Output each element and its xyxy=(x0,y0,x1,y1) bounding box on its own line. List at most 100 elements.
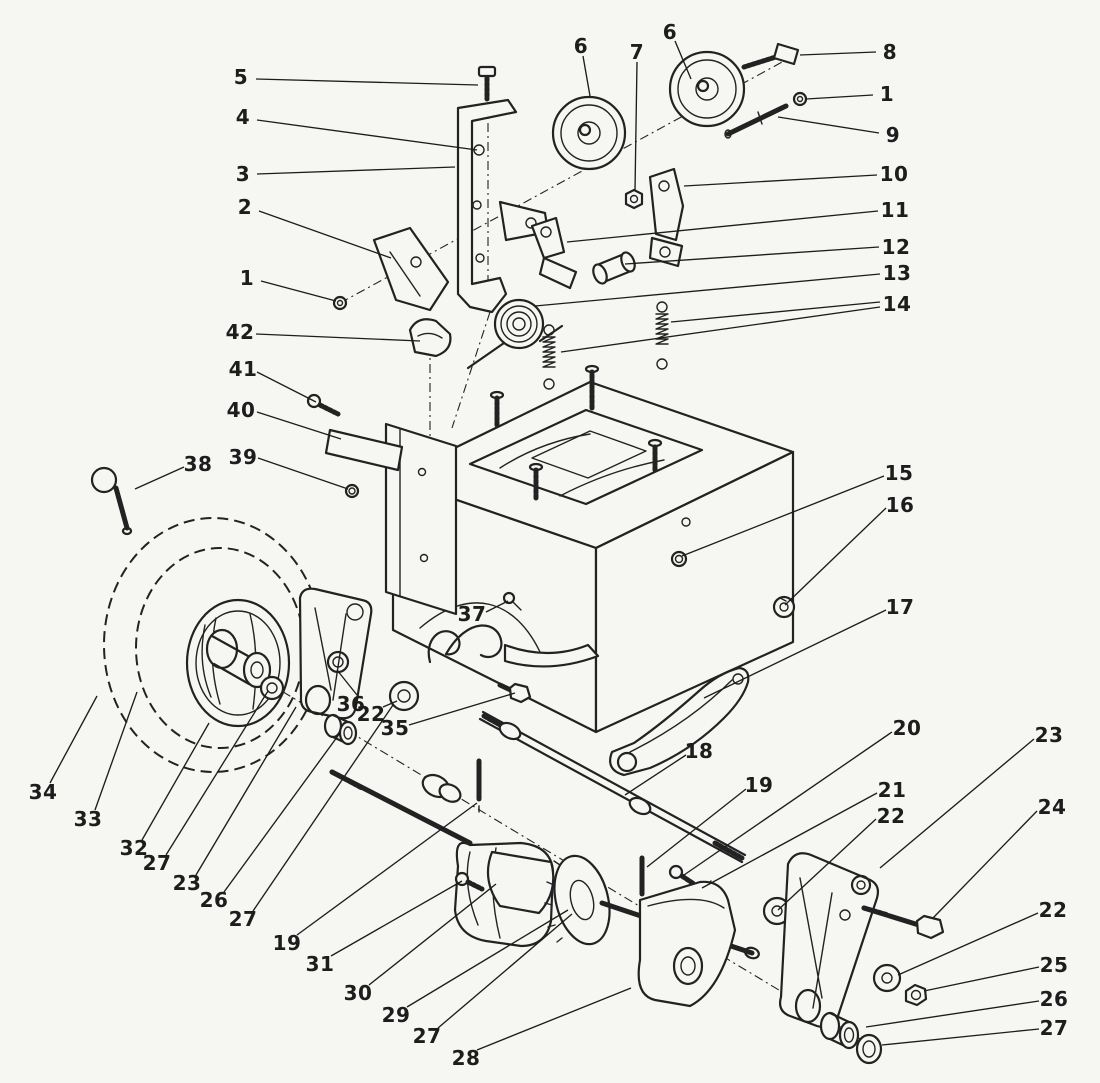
callout-label-8: 8 xyxy=(883,40,897,64)
callout-leader-9 xyxy=(777,116,880,134)
callout-leader-8 xyxy=(799,51,877,56)
callout-label-35: 35 xyxy=(381,716,410,740)
gear-case-cover xyxy=(486,850,555,915)
extension-spring-left xyxy=(542,324,556,390)
rod-pin xyxy=(724,103,789,139)
spring-anchor-strip xyxy=(324,428,404,472)
callout-label-32: 32 xyxy=(120,836,149,860)
callout-leader-16 xyxy=(784,507,887,606)
nut-mid xyxy=(344,483,360,499)
callout-leader-28 xyxy=(476,987,632,1051)
callout-leader-36 xyxy=(336,669,358,696)
callout-leader-19 xyxy=(296,802,478,936)
idler-pulley-left xyxy=(551,95,627,171)
callout-label-22: 22 xyxy=(877,804,906,828)
carriage-bolts xyxy=(489,364,663,501)
bushing-left xyxy=(323,713,358,746)
callout-leader-26 xyxy=(223,732,341,893)
axle-bracket-left xyxy=(637,880,737,1008)
callout-leader-1 xyxy=(805,94,874,100)
shift-rod xyxy=(478,710,747,864)
callout-label-15: 15 xyxy=(885,461,914,485)
hitch-pin xyxy=(90,466,133,536)
callout-label-27: 27 xyxy=(143,851,172,875)
small-nut-left xyxy=(332,295,348,311)
bolt-right xyxy=(861,905,945,940)
callout-label-25: 25 xyxy=(1040,953,1069,977)
callout-label-20: 20 xyxy=(893,716,922,740)
callout-leader-14 xyxy=(670,301,881,323)
transmission-plate-left xyxy=(298,587,373,720)
callout-leader-11 xyxy=(566,210,879,243)
callout-label-16: 16 xyxy=(886,493,915,517)
callout-leader-20 xyxy=(683,731,893,876)
drive-sprocket xyxy=(544,854,611,946)
callout-leader-13 xyxy=(534,273,881,307)
callout-label-33: 33 xyxy=(74,807,103,831)
wire-link-spring xyxy=(427,624,600,668)
washer-right xyxy=(872,963,902,993)
callout-label-38: 38 xyxy=(184,452,213,476)
hex-nut xyxy=(624,188,644,210)
bolt-hex-center xyxy=(497,682,532,704)
callout-leader-6 xyxy=(674,40,692,80)
frame-left-side-plate xyxy=(384,422,458,616)
callout-leader-6 xyxy=(582,55,591,97)
torsion-spring xyxy=(466,298,564,370)
callout-leader-24 xyxy=(932,810,1038,919)
callout-label-22: 22 xyxy=(357,702,386,726)
callout-label-1: 1 xyxy=(880,82,894,106)
callout-leader-23 xyxy=(195,706,297,876)
callout-leader-38 xyxy=(134,466,185,490)
callout-label-26: 26 xyxy=(1040,987,1069,1011)
callout-label-13: 13 xyxy=(883,261,912,285)
callout-label-39: 39 xyxy=(229,445,258,469)
callout-label-40: 40 xyxy=(227,398,256,422)
callout-label-42: 42 xyxy=(226,320,255,344)
callout-leader-35 xyxy=(408,692,516,726)
callout-leader-22 xyxy=(897,912,1039,976)
gear-case-housing xyxy=(453,841,555,948)
idler-pulley-right xyxy=(668,50,746,128)
callout-leader-27 xyxy=(165,690,269,856)
callout-label-27: 27 xyxy=(229,907,258,931)
callout-leader-19 xyxy=(646,788,747,868)
frame-housing xyxy=(324,364,795,734)
callout-label-28: 28 xyxy=(452,1046,481,1070)
bolt xyxy=(741,42,800,70)
clip-bracket-right xyxy=(648,167,685,268)
callout-label-36: 36 xyxy=(337,692,366,716)
callout-label-4: 4 xyxy=(236,105,250,129)
callout-leader-31 xyxy=(330,880,463,957)
callout-label-9: 9 xyxy=(886,123,900,147)
callout-label-19: 19 xyxy=(745,773,774,797)
callout-leader-5 xyxy=(255,78,479,86)
frame-front-cutout xyxy=(419,602,541,653)
callout-label-12: 12 xyxy=(882,235,911,259)
callout-leader-39 xyxy=(257,457,349,490)
callout-label-14: 14 xyxy=(883,292,912,316)
callout-leader-27 xyxy=(252,704,394,912)
callout-label-2: 2 xyxy=(238,195,252,219)
callout-leader-34 xyxy=(49,695,98,784)
callout-leader-33 xyxy=(94,691,138,811)
washer-flat-left xyxy=(388,680,420,712)
callout-label-1: 1 xyxy=(240,266,254,290)
callout-leader-32 xyxy=(141,722,210,841)
transmission-plate-right xyxy=(778,852,880,1029)
callout-label-29: 29 xyxy=(382,1003,411,1027)
callout-label-6: 6 xyxy=(663,20,677,44)
callout-label-6: 6 xyxy=(574,34,588,58)
callout-leader-10 xyxy=(683,174,878,187)
callout-leader-26 xyxy=(865,1000,1040,1028)
callout-label-22: 22 xyxy=(1039,898,1068,922)
callout-label-27: 27 xyxy=(413,1024,442,1048)
callout-leader-21 xyxy=(701,792,878,889)
callout-label-34: 34 xyxy=(29,780,58,804)
flanged-bearing-right xyxy=(855,1033,883,1065)
callout-label-30: 30 xyxy=(344,981,373,1005)
screw-top xyxy=(477,65,497,102)
callout-leader-3 xyxy=(256,166,456,175)
